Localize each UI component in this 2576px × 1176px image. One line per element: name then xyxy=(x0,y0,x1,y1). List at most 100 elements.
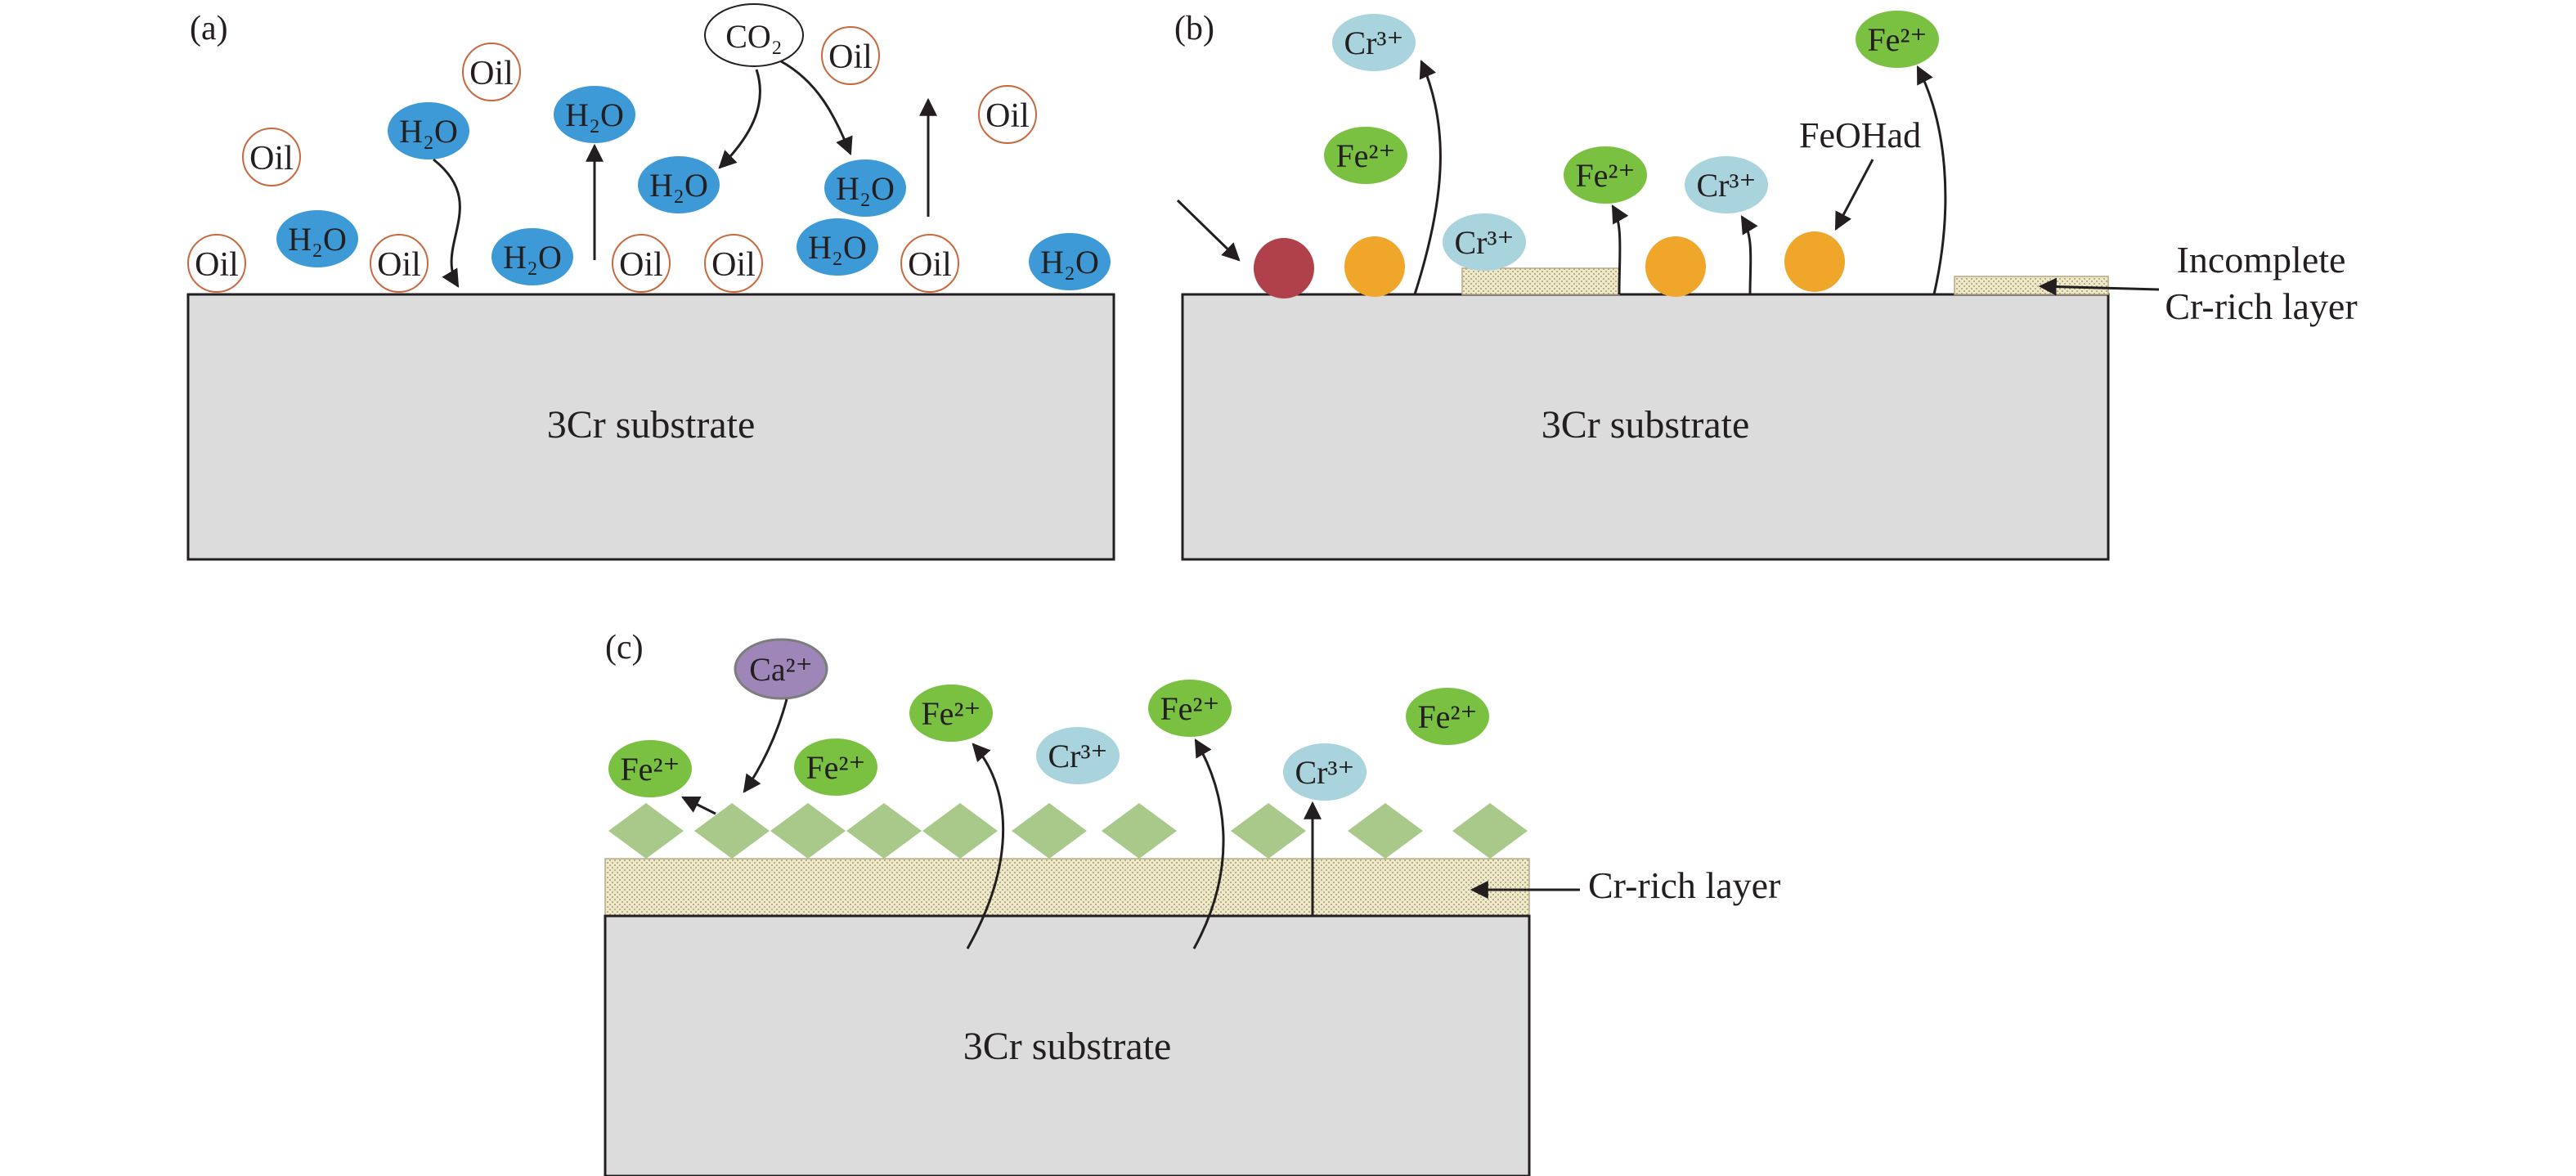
water-molecule: H₂O xyxy=(1029,233,1111,290)
co2-to-water-arrow xyxy=(780,60,853,156)
panel-c-substrate-label: 3Cr substrate xyxy=(963,1025,1172,1068)
svg-text:H₂O: H₂O xyxy=(503,239,562,276)
svg-text:Oil: Oil xyxy=(828,38,873,76)
panel-b-substrate xyxy=(1181,293,2110,561)
ca-to-crystal-arrow xyxy=(743,698,788,793)
incoming-arrow xyxy=(1176,199,1241,262)
precipitate-crystal xyxy=(1452,803,1528,859)
oil-molecule: Oil xyxy=(187,234,246,293)
svg-text:Oil: Oil xyxy=(711,246,756,284)
incomplete-cr-layer-label-line1: Incomplete xyxy=(2177,239,2346,281)
fe-ion: Fe²⁺ xyxy=(608,740,692,797)
panel-c-label: (c) xyxy=(605,629,644,667)
svg-text:Fe²⁺: Fe²⁺ xyxy=(1867,21,1927,58)
oil-molecule: Oil xyxy=(900,234,959,293)
cr-ion: Cr³⁺ xyxy=(1332,14,1416,71)
svg-text:Ca²⁺: Ca²⁺ xyxy=(749,651,813,688)
red-particle xyxy=(1254,238,1314,298)
svg-text:H₂O: H₂O xyxy=(565,97,624,133)
panel-a-substrate-label: 3Cr substrate xyxy=(547,403,756,447)
oil-species: Oil Oil Oil Oil Oil Oil xyxy=(187,26,1037,293)
panel-a: (a) 3Cr substrate Oil Oil Oil Oil xyxy=(186,3,1115,561)
oil-molecule: Oil xyxy=(821,26,880,85)
water-molecule: H₂O xyxy=(276,210,358,267)
svg-text:Fe²⁺: Fe²⁺ xyxy=(806,749,865,786)
cr-rich-layer-label: Cr-rich layer xyxy=(1588,864,1780,906)
svg-text:Cr³⁺: Cr³⁺ xyxy=(1344,25,1403,61)
svg-text:Oil: Oil xyxy=(469,55,514,92)
svg-text:Oil: Oil xyxy=(985,97,1030,135)
oil-molecule: Oil xyxy=(612,234,671,293)
svg-text:Cr³⁺: Cr³⁺ xyxy=(1696,167,1756,204)
panel-c-arrows xyxy=(681,698,1580,949)
fe-dissolution-arrow xyxy=(1192,738,1225,949)
fe-to-crystal-arrow xyxy=(681,796,716,815)
svg-text:Cr³⁺: Cr³⁺ xyxy=(1454,224,1514,261)
precipitate-crystal xyxy=(922,803,998,859)
panel-c: (c) 3Cr substrate Ca²⁺ Fe²⁺ xyxy=(604,629,1780,1176)
orange-particle xyxy=(1784,231,1845,292)
svg-text:Fe²⁺: Fe²⁺ xyxy=(1160,690,1219,727)
co2-to-water-arrow xyxy=(718,69,761,169)
fe-ion: Fe²⁺ xyxy=(1856,11,1939,68)
precipitate-crystal xyxy=(770,803,846,859)
water-molecule: H₂O xyxy=(797,218,878,276)
cr-ion: Cr³⁺ xyxy=(1443,213,1526,271)
svg-text:Fe²⁺: Fe²⁺ xyxy=(1417,698,1477,735)
water-molecule: H₂O xyxy=(554,86,635,143)
fe-ion: Fe²⁺ xyxy=(909,685,993,742)
oil-molecule: Oil xyxy=(704,234,763,293)
fe-dissolution-arrow xyxy=(1611,204,1629,295)
cr-dissolution-arrow xyxy=(1413,59,1442,295)
oil-molecule: Oil xyxy=(242,128,301,186)
svg-text:Oil: Oil xyxy=(195,246,239,284)
feoh-label: FeOHad xyxy=(1799,115,1921,155)
feoh-arrow xyxy=(1834,159,1874,231)
oil-molecule: Oil xyxy=(370,234,429,293)
cr-dissolution-arrow xyxy=(1740,215,1758,295)
oil-molecule: Oil xyxy=(462,43,521,101)
fe-ion: Fe²⁺ xyxy=(1406,688,1489,745)
panel-c-substrate xyxy=(604,914,1531,1176)
ca-ion: Ca²⁺ xyxy=(734,638,828,700)
panel-b-arrows xyxy=(1176,59,2160,296)
panel-a-label: (a) xyxy=(190,10,228,47)
cr-ion: Cr³⁺ xyxy=(1685,156,1768,213)
water-species: H₂O H₂O H₂O H₂O H₂O H₂O xyxy=(276,86,1111,290)
svg-text:H₂O: H₂O xyxy=(836,170,895,207)
fe-dissolution-arrow xyxy=(1916,65,1947,295)
water-molecule: H₂O xyxy=(824,159,906,217)
precipitate-crystal xyxy=(1102,803,1177,859)
panel-a-substrate xyxy=(186,293,1115,561)
svg-text:H₂O: H₂O xyxy=(1040,244,1099,281)
fe-ion: Fe²⁺ xyxy=(794,738,877,796)
precipitate-crystal xyxy=(846,803,922,859)
svg-text:Fe²⁺: Fe²⁺ xyxy=(921,695,981,732)
water-down-arrow xyxy=(433,158,461,288)
incomplete-cr-layer-label-line2: Cr-rich layer xyxy=(2165,285,2357,327)
water-molecule: H₂O xyxy=(491,228,573,285)
svg-text:Oil: Oil xyxy=(908,246,952,284)
precipitate-crystal xyxy=(694,803,770,859)
precipitate-crystal xyxy=(1231,803,1306,859)
cr-ion: Cr³⁺ xyxy=(1036,727,1120,784)
oil-molecule: Oil xyxy=(978,85,1037,144)
svg-text:Fe²⁺: Fe²⁺ xyxy=(1335,137,1395,174)
svg-text:H₂O: H₂O xyxy=(649,167,708,204)
panel-b-label: (b) xyxy=(1174,10,1214,47)
svg-text:H₂O: H₂O xyxy=(808,229,867,266)
panel-a-arrows xyxy=(433,60,937,288)
precipitate-crystal xyxy=(1012,803,1087,859)
precipitate-crystals xyxy=(608,803,1528,859)
orange-particle xyxy=(1344,236,1405,297)
svg-text:Oil: Oil xyxy=(619,246,663,284)
svg-text:Cr³⁺: Cr³⁺ xyxy=(1295,754,1354,791)
water-molecule: H₂O xyxy=(388,102,469,159)
orange-particle xyxy=(1645,236,1706,297)
svg-text:Oil: Oil xyxy=(249,140,294,177)
cr-ion: Cr³⁺ xyxy=(1283,743,1367,801)
cr-rich-patch xyxy=(1461,267,1620,295)
cr-rich-patch xyxy=(1954,276,2109,295)
precipitate-crystal xyxy=(608,803,684,859)
